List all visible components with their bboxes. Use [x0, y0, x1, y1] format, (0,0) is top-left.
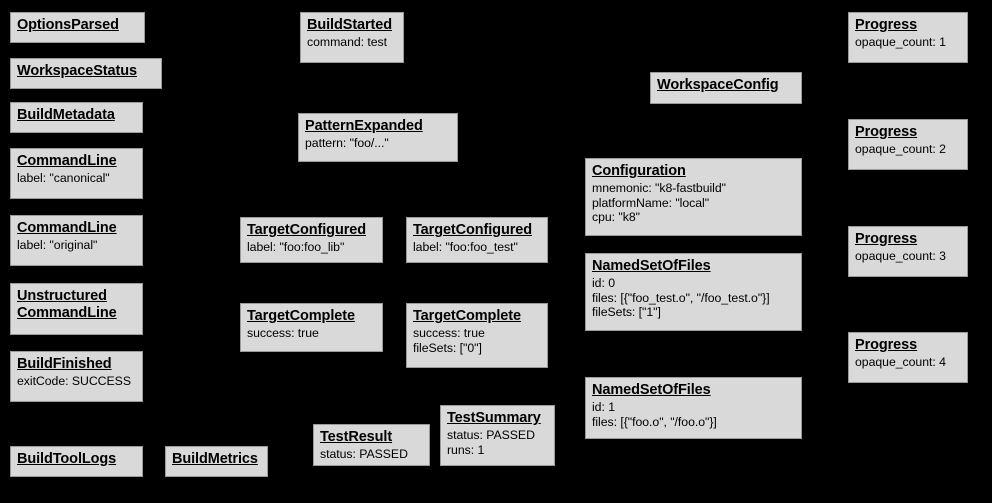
- node-title: TargetConfigured: [247, 222, 366, 238]
- node-field: label: "canonical": [17, 171, 110, 186]
- node-title: WorkspaceConfig: [657, 77, 779, 93]
- node-fields: exitCode: SUCCESS: [17, 374, 136, 389]
- node-field: files: [{"foo.o", "/foo.o"}]: [592, 414, 717, 429]
- node-build-metrics[interactable]: BuildMetrics: [165, 446, 268, 477]
- node-title: Progress: [855, 231, 918, 247]
- node-title: TargetComplete: [413, 308, 521, 324]
- node-fields: label: "foo:foo_test": [413, 240, 541, 255]
- node-fields: success: true: [247, 326, 376, 341]
- node-title: BuildToolLogs: [17, 451, 117, 467]
- node-command-line-canonical[interactable]: CommandLine label: "canonical": [10, 148, 143, 199]
- node-title: TestResult: [320, 429, 393, 445]
- node-field: pattern: "foo/...": [305, 136, 389, 151]
- node-field: label: "foo:foo_test": [413, 240, 518, 255]
- node-field: opaque_count: 3: [855, 249, 946, 264]
- node-progress-1[interactable]: Progress opaque_count: 1: [848, 12, 968, 63]
- node-title: NamedSetOfFiles: [592, 258, 711, 274]
- node-unstructured-cmdline[interactable]: Unstructured CommandLine: [10, 283, 143, 335]
- node-fields: pattern: "foo/...": [305, 136, 451, 151]
- node-field: cpu: "k8": [592, 210, 640, 225]
- node-progress-3[interactable]: Progress opaque_count: 3: [848, 226, 968, 277]
- node-build-finished[interactable]: BuildFinished exitCode: SUCCESS: [10, 351, 143, 402]
- node-title: PatternExpanded: [305, 118, 423, 134]
- node-title: BuildStarted: [307, 17, 393, 33]
- node-title: Progress: [855, 124, 918, 140]
- node-field: success: true: [413, 326, 485, 341]
- node-workspace-config[interactable]: WorkspaceConfig: [650, 72, 802, 104]
- node-field: label: "original": [17, 238, 98, 253]
- node-field: label: "foo:foo_lib": [247, 240, 345, 255]
- node-field: fileSets: ["1"]: [592, 305, 661, 320]
- node-options-parsed[interactable]: OptionsParsed: [10, 12, 145, 43]
- node-title: WorkspaceStatus: [17, 63, 137, 79]
- node-fields: opaque_count: 4: [855, 355, 961, 370]
- node-fields: label: "original": [17, 238, 136, 253]
- node-build-metadata[interactable]: BuildMetadata: [10, 102, 143, 133]
- node-target-configured-lib[interactable]: TargetConfigured label: "foo:foo_lib": [240, 217, 383, 263]
- node-title: Progress: [855, 337, 918, 353]
- node-field: runs: 1: [447, 442, 485, 457]
- node-fields: command: test: [307, 35, 397, 50]
- node-field: status: PASSED: [447, 428, 535, 443]
- node-build-started[interactable]: BuildStarted command: test: [300, 12, 404, 63]
- node-title: Progress: [855, 17, 918, 33]
- node-progress-2[interactable]: Progress opaque_count: 2: [848, 119, 968, 170]
- node-fields: mnemonic: "k8-fastbuild"platformName: "l…: [592, 181, 795, 225]
- node-title: Configuration: [592, 163, 686, 179]
- node-test-result[interactable]: TestResult status: PASSED: [313, 424, 430, 466]
- node-progress-4[interactable]: Progress opaque_count: 4: [848, 332, 968, 383]
- node-fields: status: PASSED: [320, 447, 423, 462]
- node-title: NamedSetOfFiles: [592, 382, 711, 398]
- node-fields: opaque_count: 2: [855, 142, 961, 157]
- node-fields: label: "foo:foo_lib": [247, 240, 376, 255]
- node-workspace-status[interactable]: WorkspaceStatus: [10, 58, 162, 89]
- node-target-complete-lib[interactable]: TargetComplete success: true: [240, 303, 383, 352]
- node-field: fileSets: ["0"]: [413, 340, 482, 355]
- node-field: success: true: [247, 326, 319, 341]
- node-title: CommandLine: [17, 153, 117, 169]
- node-field: id: 0: [592, 276, 615, 291]
- node-field: files: [{"foo_test.o", "/foo_test.o"}]: [592, 290, 770, 305]
- node-title: BuildMetadata: [17, 107, 115, 123]
- node-fields: opaque_count: 1: [855, 35, 961, 50]
- node-field: opaque_count: 2: [855, 142, 946, 157]
- node-field: opaque_count: 1: [855, 35, 946, 50]
- node-field: status: PASSED: [320, 447, 408, 462]
- node-field: exitCode: SUCCESS: [17, 374, 131, 389]
- node-configuration[interactable]: Configuration mnemonic: "k8-fastbuild"pla…: [585, 158, 802, 236]
- node-field: mnemonic: "k8-fastbuild": [592, 181, 726, 196]
- node-build-tool-logs[interactable]: BuildToolLogs: [10, 446, 143, 477]
- node-field: command: test: [307, 35, 387, 50]
- node-title: TargetConfigured: [413, 222, 532, 238]
- node-target-configured-test[interactable]: TargetConfigured label: "foo:foo_test": [406, 217, 548, 263]
- node-field: id: 1: [592, 400, 615, 415]
- node-fields: label: "canonical": [17, 171, 136, 186]
- node-title: BuildFinished: [17, 356, 112, 372]
- node-title: TargetComplete: [247, 308, 355, 324]
- node-title: BuildMetrics: [172, 451, 258, 467]
- node-title: OptionsParsed: [17, 17, 119, 33]
- node-title: Unstructured CommandLine: [17, 288, 117, 322]
- node-fields: opaque_count: 3: [855, 249, 961, 264]
- node-field: platformName: "local": [592, 195, 710, 210]
- node-field: opaque_count: 4: [855, 355, 946, 370]
- node-title: TestSummary: [447, 410, 541, 426]
- node-title: CommandLine: [17, 220, 117, 236]
- node-command-line-original[interactable]: CommandLine label: "original": [10, 215, 143, 266]
- node-pattern-expanded[interactable]: PatternExpanded pattern: "foo/...": [298, 113, 458, 162]
